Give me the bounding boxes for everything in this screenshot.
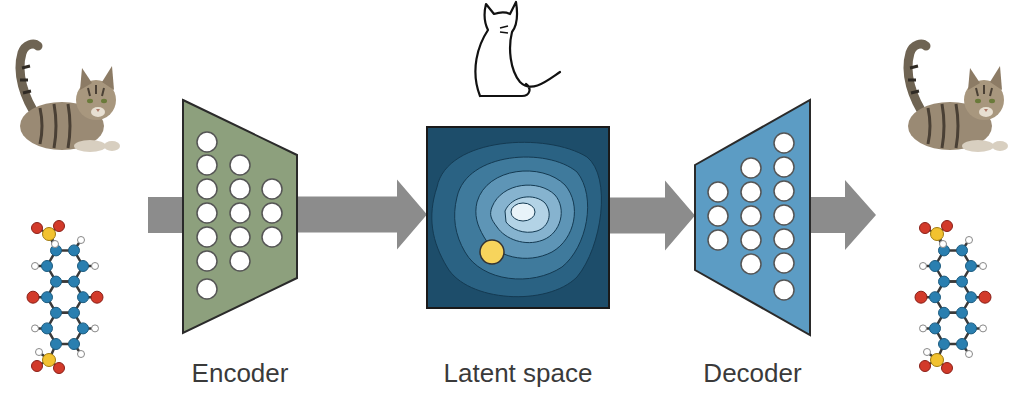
node-label: Decoder: [703, 358, 801, 389]
neuron: [774, 133, 794, 153]
neuron: [774, 229, 794, 249]
neuron: [262, 179, 282, 199]
node-label: Latent space: [444, 358, 593, 389]
latent-point: [480, 240, 504, 264]
output-arrow: [800, 180, 876, 250]
molecule: [915, 221, 991, 374]
neuron: [708, 206, 728, 226]
neuron: [774, 157, 794, 177]
encoder-trapezoid: [183, 100, 297, 333]
contour: [455, 157, 588, 279]
cat-photo: [908, 44, 1008, 152]
contour: [491, 185, 562, 243]
neuron: [197, 251, 217, 271]
molecule: [27, 221, 103, 374]
cat-sketch: [475, 2, 560, 96]
cat-whiskers: [500, 26, 508, 33]
neuron: [708, 230, 728, 250]
cat-photo: [20, 44, 120, 152]
neuron: [197, 155, 217, 175]
neuron: [197, 227, 217, 247]
neuron: [741, 158, 761, 178]
neuron: [230, 179, 250, 199]
neuron: [774, 181, 794, 201]
neuron: [741, 230, 761, 250]
contour: [432, 142, 602, 296]
node-shape: [427, 127, 609, 308]
node-label: Encoder: [192, 358, 289, 389]
block-arrow: [609, 181, 695, 251]
neuron: [774, 280, 794, 300]
encoder-node: Encoder: [183, 100, 297, 333]
block-arrow: [297, 180, 427, 250]
neuron: [741, 182, 761, 202]
latent-ground: [427, 127, 609, 308]
neuron: [262, 227, 282, 247]
neuron: [741, 206, 761, 226]
neuron: [741, 254, 761, 274]
neuron: [708, 182, 728, 202]
node-shape: [183, 100, 297, 333]
neuron: [197, 279, 217, 299]
neuron: [774, 253, 794, 273]
decoder-trapezoid: [695, 100, 810, 335]
neuron: [230, 155, 250, 175]
node-shape: [695, 100, 810, 335]
neuron: [230, 251, 250, 271]
latent-space-node: Latent space: [427, 127, 609, 308]
decoder-node: Decoder: [695, 100, 810, 335]
neuron: [197, 203, 217, 223]
neuron: [230, 227, 250, 247]
contour: [505, 197, 549, 232]
neuron: [197, 132, 217, 152]
neuron: [262, 203, 282, 223]
neuron: [774, 205, 794, 225]
neuron: [230, 203, 250, 223]
neuron: [197, 179, 217, 199]
latent-border: [427, 127, 609, 308]
contour: [511, 203, 535, 221]
